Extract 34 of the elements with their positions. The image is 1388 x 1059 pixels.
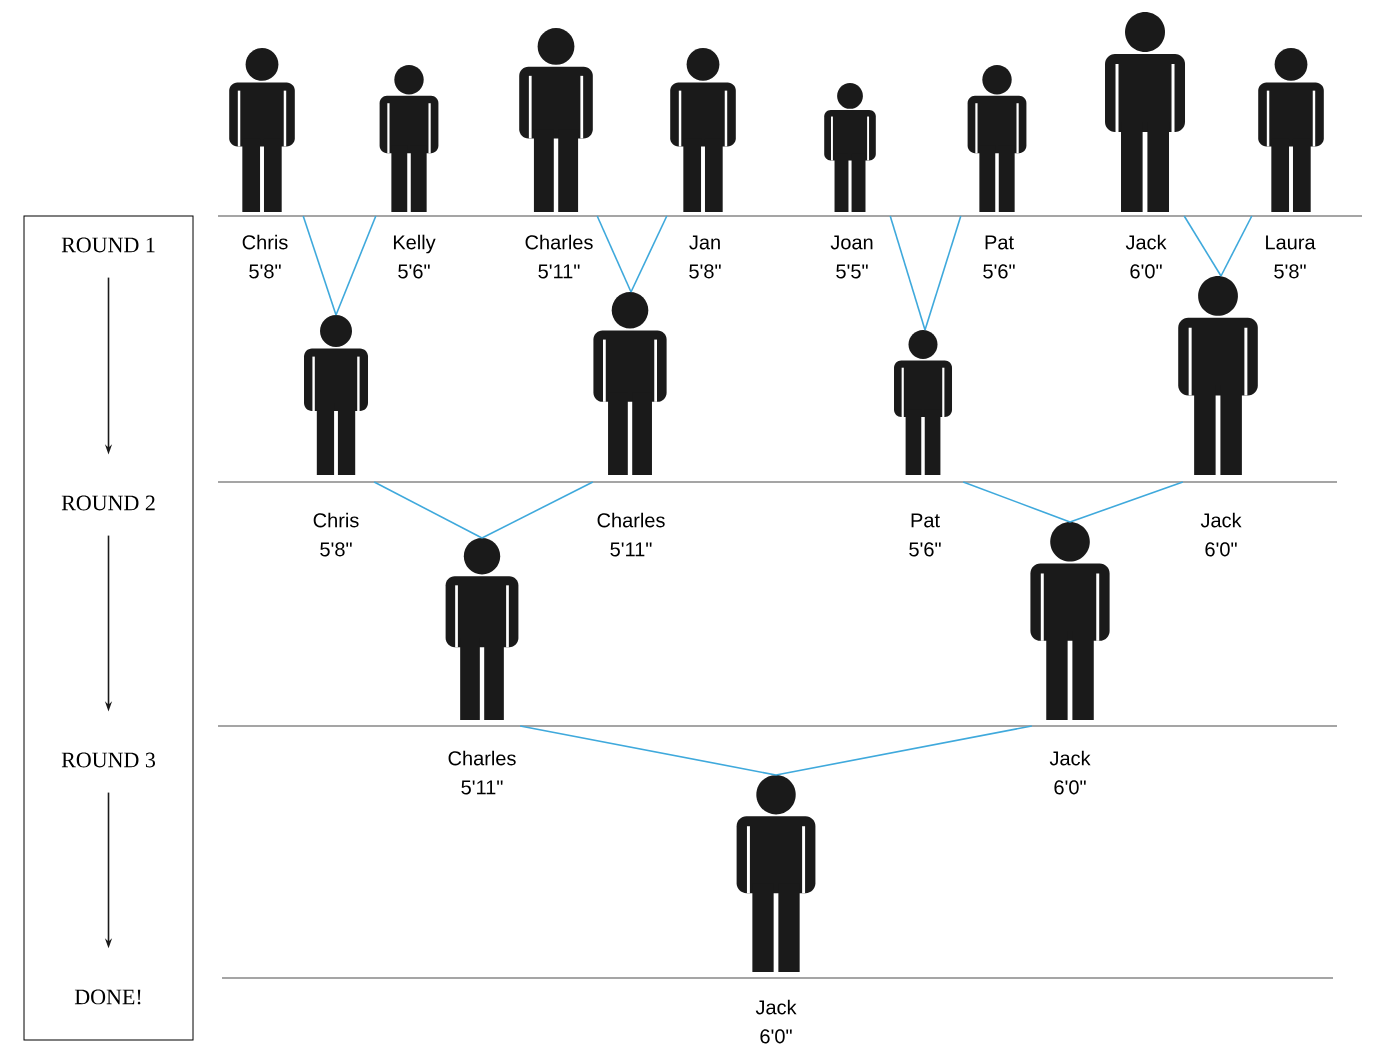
bracket-line — [596, 215, 632, 293]
name-label: Chris 5'8" — [313, 512, 359, 557]
bracket-line — [1220, 215, 1253, 277]
name-label: Joan 5'5" — [830, 235, 873, 279]
name-label: Charles 5'11" — [525, 234, 593, 279]
name-label: Jack 6'0" — [1200, 512, 1242, 557]
name-label: Pat 5'6" — [983, 235, 1015, 279]
bracket-line — [519, 725, 777, 776]
bracket-line — [630, 215, 668, 293]
bracket-line — [302, 215, 337, 316]
round-label: DONE! — [74, 989, 141, 1005]
name-label: Charles 5'11" — [448, 750, 516, 795]
name-label: Jack 6'0" — [1049, 750, 1091, 795]
bracket-line — [1183, 215, 1222, 277]
name-label: Jan 5'8" — [689, 235, 721, 279]
name-label: Jack 6'0" — [755, 999, 797, 1044]
round-label: ROUND 3 — [61, 752, 155, 768]
bracket-line — [775, 725, 1033, 776]
round-label: ROUND 2 — [61, 495, 155, 511]
bracket-line — [962, 481, 1071, 523]
name-label: Jack 6'0" — [1125, 234, 1167, 279]
bracket-line — [373, 481, 483, 539]
name-label: Chris 5'8" — [242, 234, 288, 279]
round-label: ROUND 1 — [61, 237, 155, 253]
bracket-line — [924, 215, 962, 331]
name-label: Charles 5'11" — [597, 512, 665, 557]
bracket-line — [335, 215, 377, 316]
name-label: Kelly 5'6" — [394, 234, 436, 279]
name-label: Pat 5'6" — [909, 513, 941, 557]
name-label: Laura 5'8" — [1266, 235, 1316, 279]
bracket-line — [481, 481, 594, 539]
round-panel — [23, 215, 194, 1041]
bracket-line — [1069, 481, 1184, 523]
bracket-line — [889, 215, 926, 331]
